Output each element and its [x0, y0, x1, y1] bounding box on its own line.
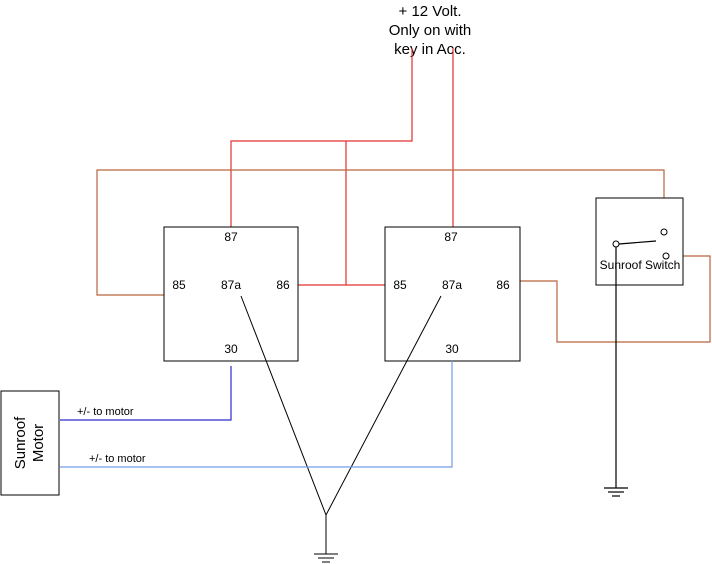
- relay1-pin-86: 86: [276, 278, 290, 292]
- motor-label-line2: Motor: [30, 424, 47, 462]
- power-wire-relay1: [230, 48, 413, 228]
- switch-contact-top: [660, 228, 668, 236]
- relay2-pin-30: 30: [445, 342, 459, 356]
- relay1-pin-85: 85: [172, 278, 186, 292]
- control-wire-relay2: [520, 255, 711, 343]
- power-wires: [230, 48, 454, 286]
- relay1-pin-87a: 87a: [221, 278, 241, 292]
- motor-lead-2-label: +/- to motor: [89, 453, 146, 465]
- switch-contact-left: [612, 240, 620, 248]
- motor-lead-2-wire: [60, 361, 453, 468]
- relay-1: 87 85 87a 86 30: [163, 226, 299, 362]
- motor-label-line1: Sunroof: [12, 416, 29, 469]
- relay2-pin-87a: 87a: [442, 278, 462, 292]
- motor-lead-1-label: +/- to motor: [77, 406, 134, 418]
- control-wire-relay1: [96, 169, 665, 296]
- motor-lead-1-wire: [60, 366, 232, 421]
- relay1-pin-87: 87: [224, 230, 238, 244]
- supply-label-line2: Only on with: [389, 22, 472, 39]
- supply-label-line1: + 12 Volt.: [399, 3, 462, 20]
- switch-lever: [618, 240, 657, 245]
- sunroof-switch: Sunroof Switch: [595, 197, 684, 286]
- relay1-pin-30: 30: [224, 342, 238, 356]
- relay2-pin-86: 86: [496, 278, 510, 292]
- switch-label: Sunroof Switch: [600, 258, 681, 272]
- sunroof-motor: Sunroof Motor: [0, 390, 60, 496]
- switch-ground: [604, 247, 628, 497]
- switch-contact-bottom: [662, 252, 670, 260]
- control-wires: [96, 169, 711, 343]
- ground-wires: [240, 295, 442, 563]
- relay2-pin-87: 87: [444, 230, 458, 244]
- relay-2: 87 85 87a 86 30: [384, 226, 521, 362]
- supply-label-line3: key in Acc.: [394, 41, 466, 58]
- relay2-pin-85: 85: [393, 278, 407, 292]
